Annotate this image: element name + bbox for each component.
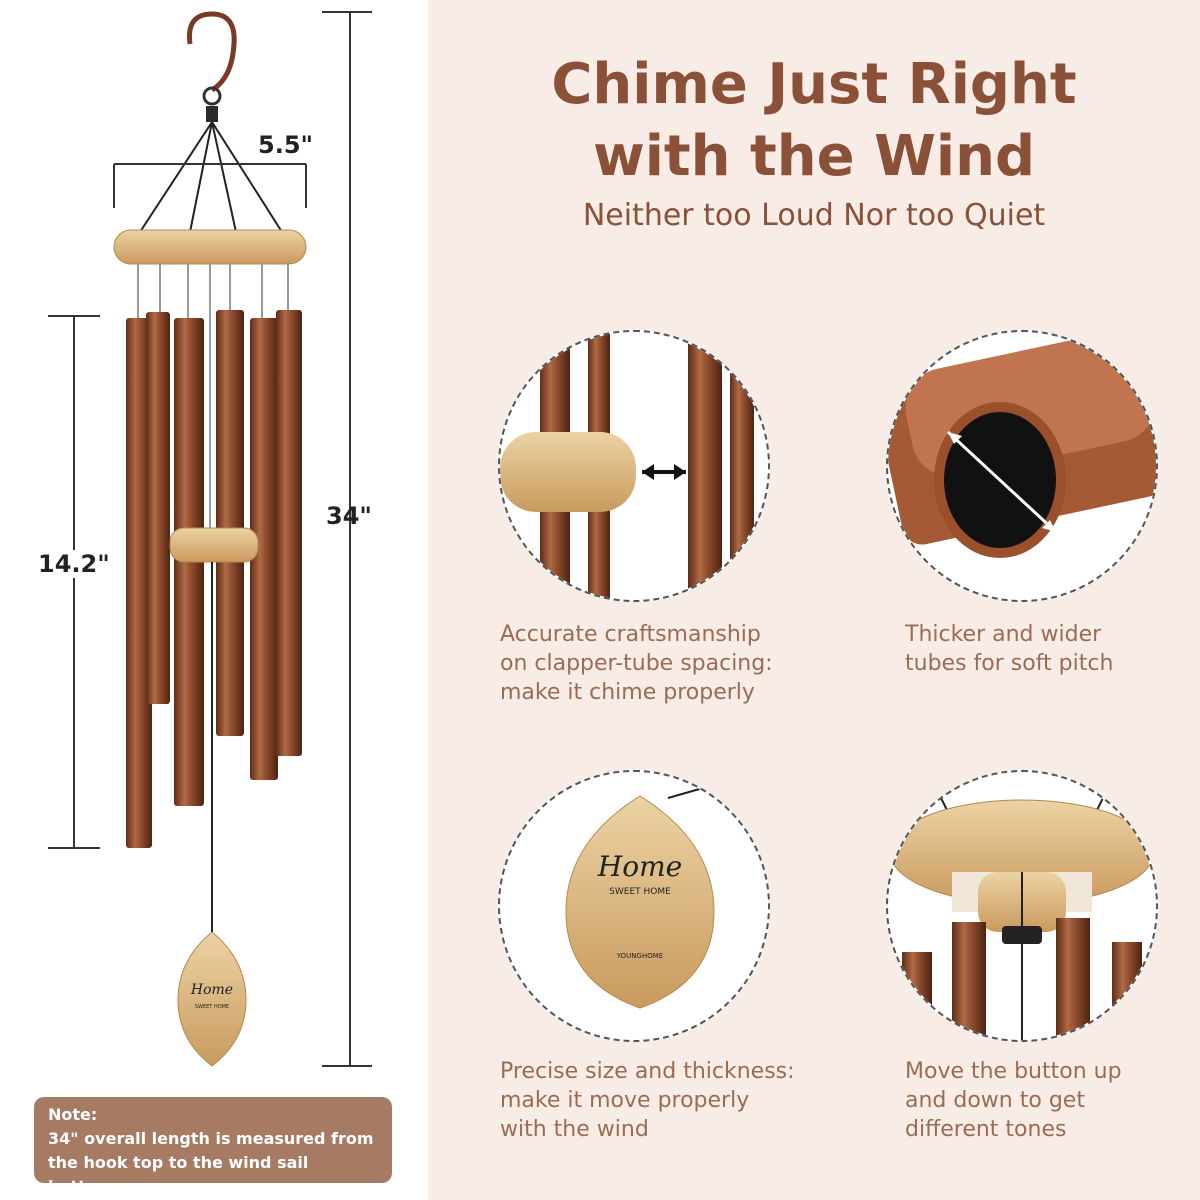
- width-dimension-line: [113, 163, 307, 208]
- note-line-2: the hook top to the wind sail bottom: [48, 1153, 309, 1196]
- feature-image-clapper-spacing: [498, 330, 770, 602]
- wind-sail: [177, 931, 247, 1067]
- headline-line-2: with the Wind: [592, 124, 1036, 189]
- diameter-arrow-icon: [946, 430, 1058, 534]
- tone-button-icon: [1002, 926, 1042, 944]
- feature-image-wind-sail: Home SWEET HOME YOUNGHOME: [498, 770, 770, 1042]
- hook-icon: [186, 11, 237, 93]
- sail-logo-small: SWEET HOME: [195, 1004, 229, 1010]
- note-line-1: 34" overall length is measured from: [48, 1129, 374, 1148]
- feature-caption-3: Precise size and thickness: make it move…: [500, 1059, 795, 1142]
- feature-image-tube-width: [886, 330, 1158, 602]
- sail-logo-text: Home: [190, 982, 233, 998]
- headline-subtitle: Neither too Loud Nor too Quiet: [582, 198, 1046, 233]
- overall-length-dimension: [322, 11, 372, 1067]
- tube-length-dimension: [48, 315, 100, 849]
- feature-caption-1: Accurate craftsmanship on clapper-tube s…: [500, 622, 773, 705]
- copper-tubes: [126, 310, 302, 848]
- sail-brand-text: YOUNGHOME: [616, 952, 663, 960]
- headline-line-1: Chime Just Right: [551, 52, 1077, 117]
- sail-logo-large-text: Home: [597, 850, 682, 883]
- top-ring: [113, 229, 307, 265]
- wind-chime-illustration: Home SWEET HOME: [48, 11, 372, 1067]
- note-label: Note:: [48, 1105, 98, 1124]
- width-label: 5.5": [258, 131, 314, 159]
- sail-logo-large-small: SWEET HOME: [609, 887, 671, 897]
- note-box: Note: 34" overall length is measured fro…: [34, 1097, 392, 1196]
- overall-length-label: 34": [326, 502, 372, 530]
- clapper-disc: [169, 527, 259, 563]
- tube-length-label: 14.2": [36, 550, 112, 578]
- feature-caption-2: Thicker and wider tubes for soft pitch: [905, 622, 1114, 676]
- feature-caption-4: Move the button up and down to get diffe…: [905, 1059, 1122, 1142]
- feature-image-tone-button: [886, 770, 1158, 1042]
